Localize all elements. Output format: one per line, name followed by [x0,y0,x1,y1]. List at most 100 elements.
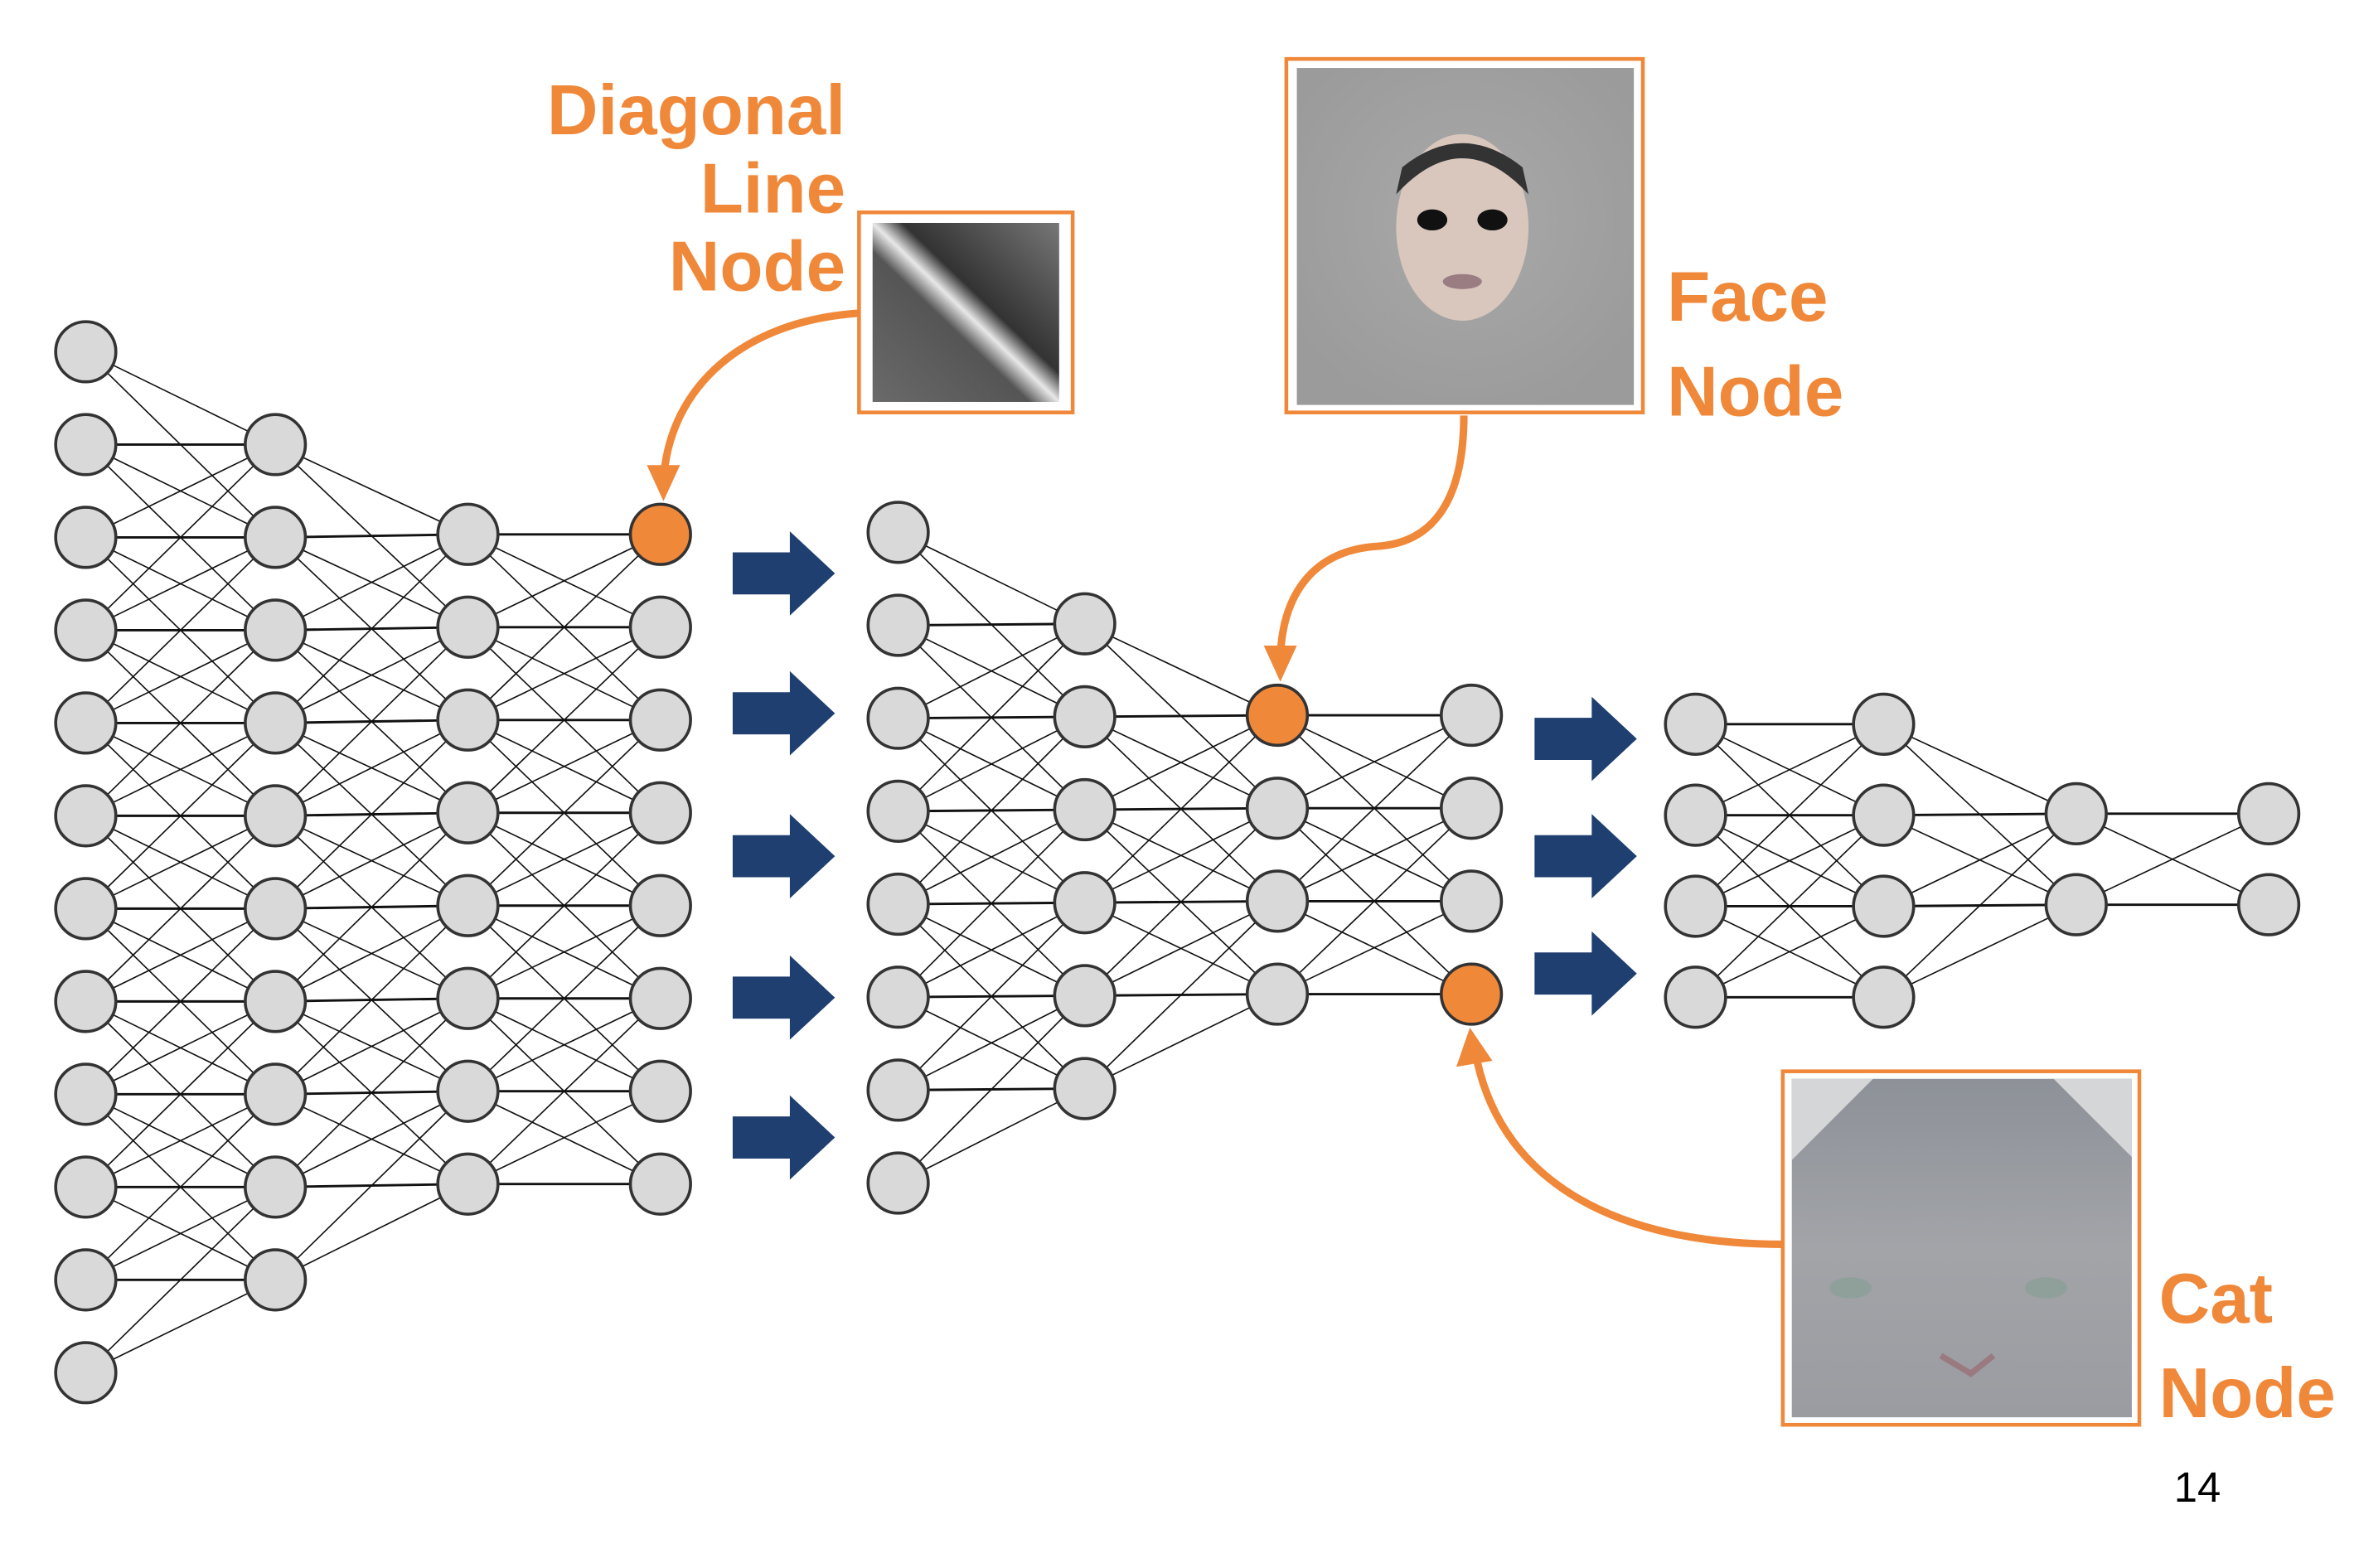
connection [898,716,1086,905]
connection [85,629,276,816]
node [244,598,308,662]
connection [274,1091,469,1280]
node [436,688,500,752]
connection [274,443,468,535]
connection [1276,900,1472,995]
right-arrow-icon [732,1095,836,1180]
connection [467,534,661,628]
node [866,501,930,564]
nodes [54,320,2301,1405]
connection [898,716,1086,812]
node [866,1151,930,1215]
connection [1084,807,1278,996]
node [628,966,692,1030]
node [54,506,118,569]
connection [274,534,469,724]
node [244,413,308,477]
face-label-line2: Node [1667,352,1843,431]
node [1053,592,1117,656]
node [1664,783,1727,847]
node [244,1155,308,1219]
connection [1084,714,1277,719]
connection [274,1090,468,1188]
node [1053,685,1117,748]
node [436,595,500,659]
node [244,877,308,941]
connection [898,902,1086,998]
connection [85,907,276,1003]
connection [2076,813,2269,906]
connection [1695,724,1884,816]
connection [467,534,661,721]
callout-arrows [659,309,1783,1248]
node [54,1248,118,1312]
node [1440,777,1504,840]
connection [898,531,1086,625]
connection [898,995,1086,1091]
node [1852,783,1916,847]
face-label-line1: Face [1667,258,1828,336]
highlighted-node [628,502,692,566]
node [1664,692,1727,756]
node [436,1152,500,1216]
node [436,502,500,566]
connection [1883,724,2077,815]
right-arrow-icon [732,814,836,898]
connection [467,719,661,907]
connection [1883,812,2076,817]
node [1245,962,1310,1026]
connection [85,722,276,909]
connection [85,1000,276,1096]
right-arrow-icon [732,955,836,1040]
node [866,872,930,936]
connection [1276,714,1472,902]
node [1245,777,1310,840]
diagonal-callout-arrow [659,309,860,481]
connection [467,905,661,1092]
connection [1694,815,1885,998]
node [244,784,308,848]
node [54,1062,118,1126]
connection [85,815,276,1002]
node [244,691,308,755]
connection [898,809,1086,905]
connection [275,533,468,539]
diagonal-line-feature-image [857,211,1075,414]
connection [1883,903,2077,999]
connection [898,902,1086,1091]
node [1852,965,1916,1029]
face-callout-arrow [1276,415,1468,660]
node [54,413,118,477]
cat-callout-arrow [1473,1061,1783,1248]
connection [1084,900,1278,997]
connection [274,812,469,1002]
connection [1695,905,1884,999]
node [866,593,930,657]
node [1852,692,1916,756]
connection [1084,714,1278,811]
connection [1882,813,2077,998]
connection [898,995,1086,1184]
connections [85,351,2269,1374]
connection [1276,807,1472,903]
node [628,688,692,752]
connection [1084,622,1278,716]
node [54,320,118,384]
node [244,970,308,1033]
node [244,1062,308,1126]
node [244,506,308,569]
diagonal-label-line2: Line [700,149,845,228]
node [1053,777,1117,842]
connection [85,722,276,817]
node [1664,874,1727,938]
node [1440,869,1504,933]
node [436,781,500,844]
connection [1883,813,2077,907]
right-arrow-icon [1534,931,1637,1016]
diagonal-label-line3: Node [669,228,845,307]
connection [274,719,469,909]
connection [274,1183,468,1281]
node [1053,871,1117,935]
connection [85,443,276,539]
cat-label-line2: Node [2159,1354,2336,1433]
